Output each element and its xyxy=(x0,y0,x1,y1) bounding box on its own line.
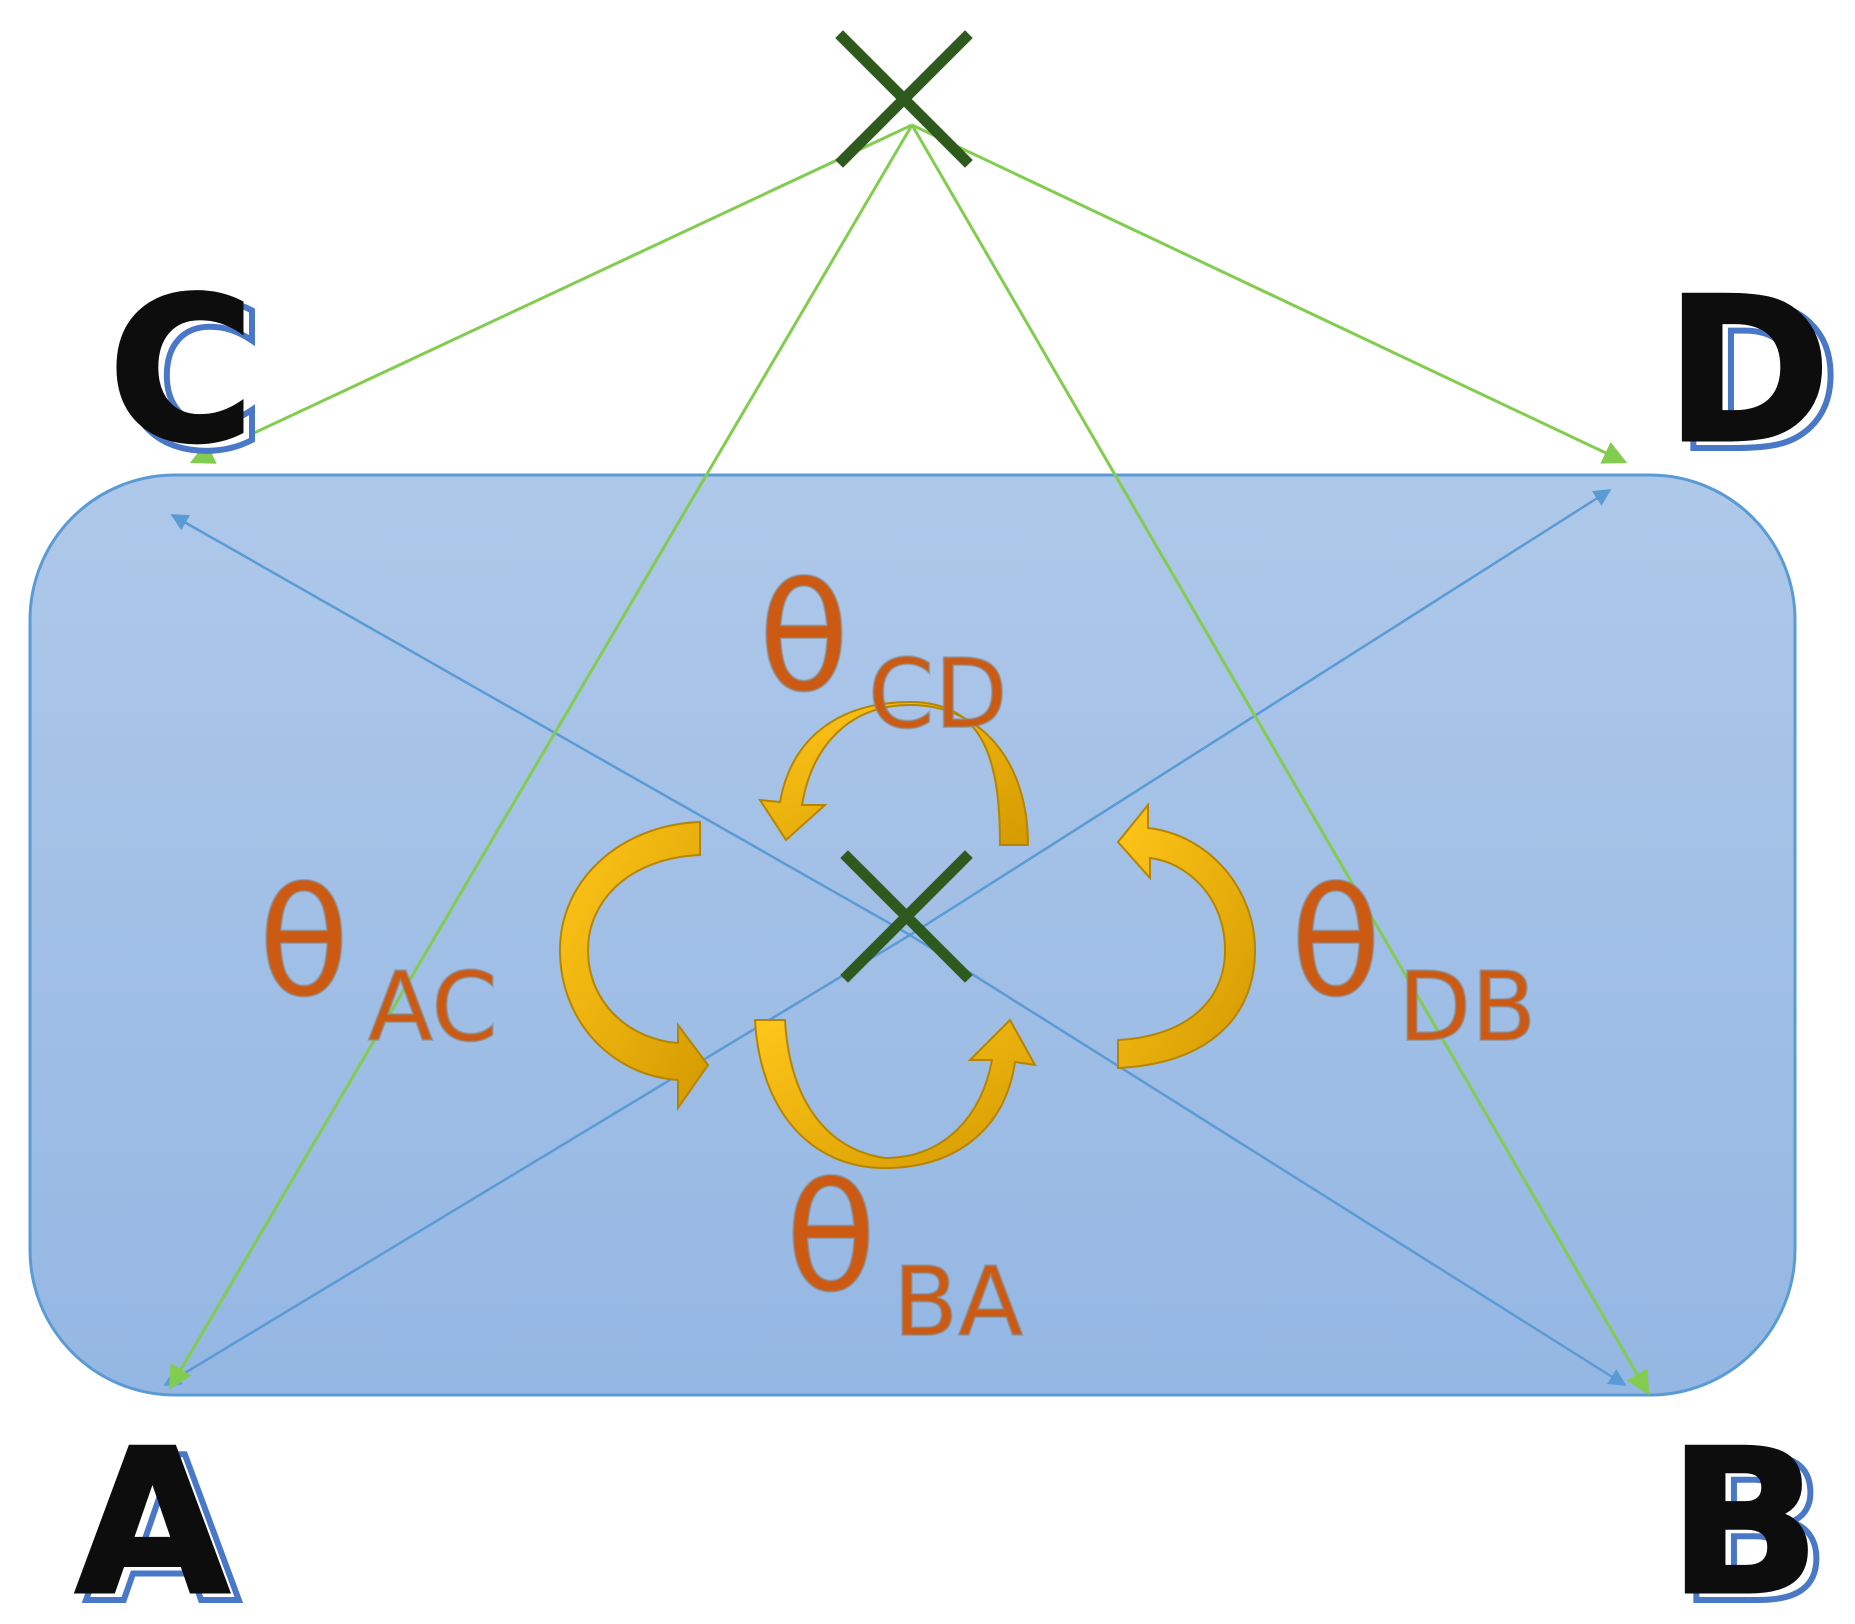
blue-diagonals xyxy=(163,488,1627,1387)
angle-label-ac: θ AC xyxy=(257,856,499,1064)
green-line-to-b xyxy=(910,124,1650,1396)
blue-line-to-a xyxy=(163,933,911,1387)
curved-arrow-icon-left xyxy=(558,820,710,1112)
angle-label-ba: θ BA xyxy=(784,1151,1024,1359)
theta-db-symbol: θ xyxy=(1290,857,1382,1031)
blue-line-to-d xyxy=(909,488,1612,937)
green-line-to-c xyxy=(189,123,913,464)
corner-label-a: A xyxy=(75,1407,230,1624)
panel-rectangle xyxy=(28,473,1797,1397)
theta-ba-symbol: θ xyxy=(785,1152,877,1326)
curved-arrow-icon-top xyxy=(758,700,1030,846)
theta-ac-subscript: AC xyxy=(368,953,498,1063)
curved-arrow-icon-bottom xyxy=(753,1018,1037,1170)
center-x-marker-icon xyxy=(840,850,973,983)
corner-label-b: B xyxy=(1668,1407,1820,1624)
corner-label-d-shadow: D xyxy=(1675,263,1841,496)
angle-label-cd: θ CD xyxy=(757,551,1009,751)
angle-label-db: θ DB xyxy=(1289,856,1537,1064)
theta-ba-subscript: BA xyxy=(893,1248,1023,1358)
blue-line-to-c xyxy=(170,513,911,937)
green-line-to-a xyxy=(168,124,914,1391)
curved-arrow-icon-right xyxy=(1116,802,1257,1070)
angle-labels: θ CD θ AC θ DB θ BA xyxy=(257,551,1537,1359)
corner-labels: C C D D A A B B xyxy=(74,254,1845,1624)
theta-cd-subscript: CD xyxy=(868,640,1008,750)
corner-label-c-shadow: C xyxy=(118,263,265,496)
theta-db-subscript: DB xyxy=(1398,953,1536,1063)
theta-cd-symbol: θ xyxy=(758,552,850,726)
corner-label-b-shadow: B xyxy=(1678,1415,1830,1624)
theta-ac-symbol: θ xyxy=(258,857,350,1031)
corner-label-c: C xyxy=(108,255,255,488)
rotation-arrows xyxy=(558,700,1257,1170)
corner-label-a-shadow: A xyxy=(85,1415,240,1624)
green-line-to-d xyxy=(911,123,1628,464)
corner-label-d: D xyxy=(1665,255,1831,488)
blue-line-to-b xyxy=(909,933,1627,1387)
top-x-marker-icon xyxy=(835,30,973,168)
green-lines xyxy=(168,123,1650,1396)
